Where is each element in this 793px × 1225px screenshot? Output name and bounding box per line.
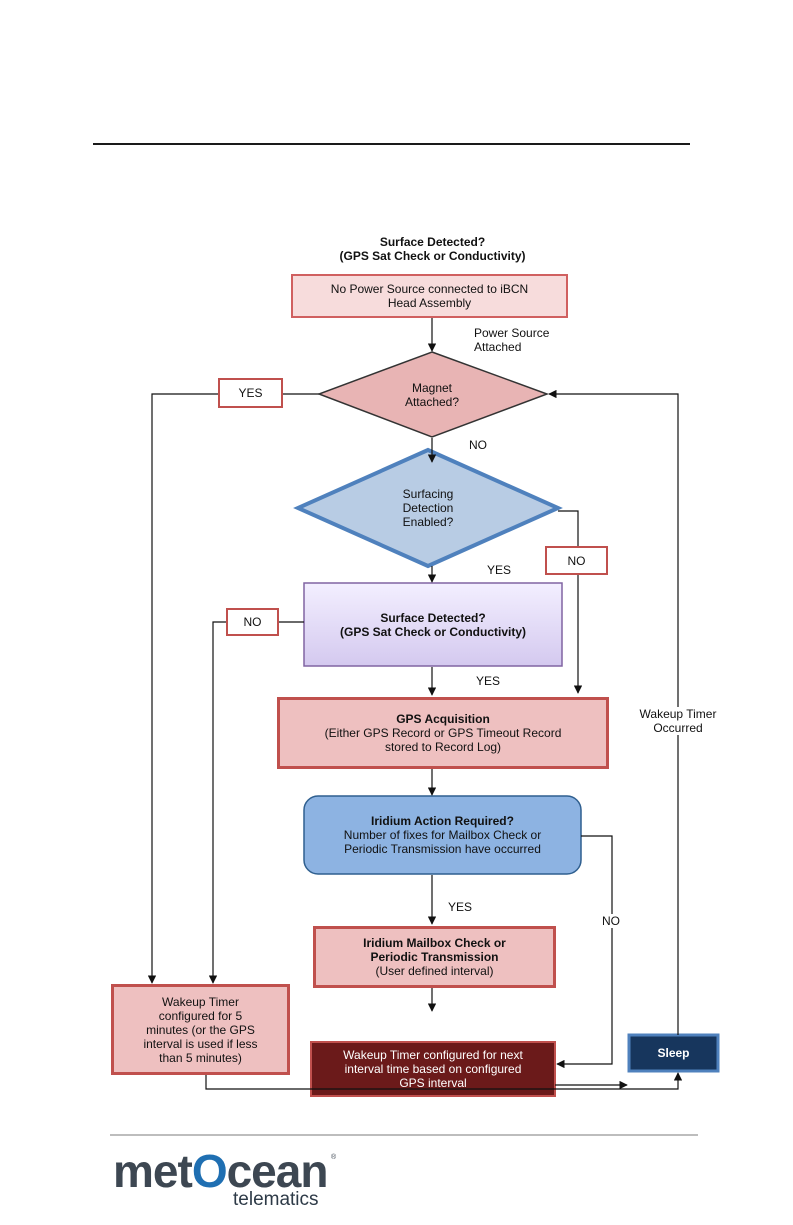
logo-wordmark: metOcean <box>113 1145 329 1197</box>
magnet-diamond <box>316 351 550 438</box>
header-rule <box>93 143 690 145</box>
iridium-mailbox-line2: Periodic Transmission <box>370 950 499 964</box>
power-attached-line2: Attached <box>474 340 522 354</box>
surfacing-detection-label: Surfacing Detection Enabled? <box>378 487 478 529</box>
gps-acquisition-title: GPS Acquisition <box>396 712 490 726</box>
surface-detected-line1: Surface Detected? <box>380 610 486 625</box>
iridium-action-line3: Periodic Transmission have occurred <box>344 842 541 856</box>
detection-yes-label: YES <box>487 563 512 577</box>
diagram-title-line2: (GPS Sat Check or Conductivity) <box>339 249 526 263</box>
detection-no-label: NO <box>545 546 608 575</box>
wakeup-next-line3: GPS interval <box>399 1076 467 1090</box>
wakeup-5min-line1: Wakeup Timer <box>162 994 239 1009</box>
iridium-mailbox-line1: Iridium Mailbox Check or <box>363 936 506 950</box>
sleep-label: Sleep <box>657 1046 690 1060</box>
magnet-line2: Attached? <box>404 395 460 409</box>
footer-rule <box>110 1134 698 1136</box>
no-power-box: No Power Source connected to iBCN Head A… <box>291 274 568 318</box>
surfacing-line2: Detection <box>402 501 454 515</box>
surface-detected-box <box>303 582 563 667</box>
iridium-action-line2: Number of fixes for Mailbox Check or <box>343 828 542 842</box>
wakeup-occurred-line2: Occurred <box>653 721 703 735</box>
wakeup-next-box <box>310 1041 556 1097</box>
diagram-title: Surface Detected? (GPS Sat Check or Cond… <box>300 235 565 263</box>
power-attached-label: Power Source Attached <box>474 326 549 354</box>
wakeup-next-line1: Wakeup Timer configured for next <box>343 1048 523 1062</box>
sleep-box <box>627 1033 720 1073</box>
surface-no-label: NO <box>226 608 279 636</box>
surfacing-line1: Surfacing <box>402 487 454 501</box>
wakeup-5min-line5: than 5 minutes) <box>159 1050 242 1065</box>
power-attached-line1: Power Source <box>474 326 550 340</box>
diagram-title-line1: Surface Detected? <box>379 235 486 249</box>
surface-yes-label: YES <box>476 674 501 688</box>
surface-detected-label: Surface Detected? (GPS Sat Check or Cond… <box>304 583 562 666</box>
gps-acquisition-box: GPS Acquisition (Either GPS Record or GP… <box>277 697 609 769</box>
magnet-no-label: NO <box>469 438 487 452</box>
surfacing-detection-diamond <box>293 447 563 569</box>
iridium-action-title: Iridium Action Required? <box>371 814 514 828</box>
magnet-label: Magnet Attached? <box>382 381 482 409</box>
iridium-action-label: Iridium Action Required? Number of fixes… <box>304 796 581 874</box>
gps-acquisition-line3: stored to Record Log) <box>384 740 502 754</box>
wakeup-5min-box: Wakeup Timer configured for 5 minutes (o… <box>111 984 290 1075</box>
wakeup-5min-line4: interval is used if less <box>143 1036 258 1051</box>
wakeup-5min-line3: minutes (or the GPS <box>146 1022 255 1037</box>
iridium-no-label: NO <box>602 914 620 928</box>
wakeup-next-label: Wakeup Timer configured for next interva… <box>311 1042 555 1096</box>
wakeup-5min-line2: configured for 5 <box>158 1008 243 1023</box>
iridium-action-box <box>303 795 582 875</box>
logo-registered-mark: ® <box>331 1154 337 1161</box>
wakeup-next-line2: interval time based on configured <box>344 1062 522 1076</box>
logo-telematics: telematics <box>233 1189 319 1210</box>
logo-met: met <box>113 1145 193 1197</box>
wakeup-occurred-line1: Wakeup Timer <box>639 707 717 721</box>
metocean-logo: metOcean ® telematics <box>113 1145 343 1210</box>
logo-cean: cean <box>226 1145 329 1197</box>
iridium-mailbox-line3: (User defined interval) <box>375 964 494 978</box>
logo-o: O <box>191 1145 228 1197</box>
magnet-line1: Magnet <box>411 381 453 395</box>
gps-acquisition-line2: (Either GPS Record or GPS Timeout Record <box>324 726 562 740</box>
no-power-line1: No Power Source connected to iBCN <box>330 282 529 296</box>
iridium-yes-label: YES <box>448 900 473 914</box>
surface-detected-line2: (GPS Sat Check or Conductivity) <box>339 624 527 639</box>
wakeup-occurred-label: Wakeup Timer Occurred <box>628 707 728 735</box>
magnet-yes-label: YES <box>218 378 283 408</box>
no-power-line2: Head Assembly <box>387 296 472 310</box>
surfacing-line3: Enabled? <box>402 515 454 529</box>
iridium-mailbox-box: Iridium Mailbox Check or Periodic Transm… <box>313 926 556 988</box>
